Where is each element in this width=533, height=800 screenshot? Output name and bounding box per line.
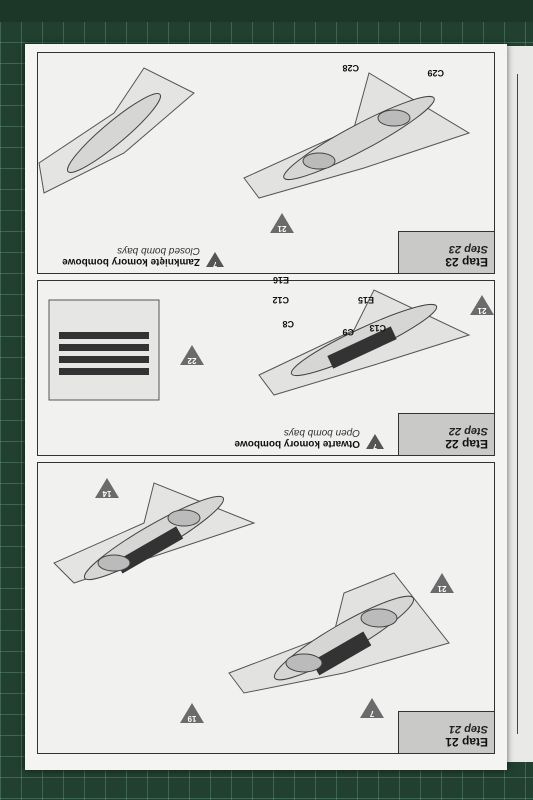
step-22-label-pl: Etap 22 <box>445 437 488 451</box>
triangle-badge-icon: 7 <box>366 434 384 449</box>
step-23-header: Etap 23 Step 23 <box>398 231 494 273</box>
step-21-label-en: Step 21 <box>448 723 488 735</box>
step-22-caption-pl: Otwarte komory bombowe <box>234 438 360 449</box>
step-22-caption-en: Open bomb bays <box>283 427 360 438</box>
next-page-edge <box>507 46 533 762</box>
callout-22: 22 <box>180 345 204 365</box>
aircraft-drawing <box>243 72 471 199</box>
step-21-panel: Etap 21 Step 21 19 7 14 21 <box>37 462 495 754</box>
step-22-header: Etap 22 Step 22 <box>398 413 494 455</box>
callout-14: 14 <box>95 478 119 498</box>
step-23-caption-en: Closed bomb bays <box>117 245 200 256</box>
aircraft-drawing <box>258 289 471 396</box>
aircraft-drawing <box>38 67 195 194</box>
part-e16: E16 <box>272 275 289 285</box>
part-c8: C8 <box>282 319 294 329</box>
aircraft-drawing <box>53 482 256 584</box>
triangle-badge-icon: 7 <box>206 252 224 267</box>
rotated-sheet: Etap 21 Step 21 19 7 14 21 <box>25 44 507 770</box>
part-c28: C28 <box>342 63 359 73</box>
instruction-page: Etap 21 Step 21 19 7 14 21 <box>25 44 507 770</box>
step-23-panel: Etap 23 Step 23 7 Zamknięte komory bombo… <box>37 52 495 274</box>
step-21-label-pl: Etap 21 <box>445 735 488 749</box>
step-23-caption-pl: Zamknięte komory bombowe <box>62 256 200 267</box>
callout-21: 21 <box>470 295 494 315</box>
step-22-panel: Etap 22 Step 22 7 Otwarte komory bombowe… <box>37 275 495 456</box>
part-c29: C29 <box>427 68 444 78</box>
step-22-label-en: Step 22 <box>448 425 488 437</box>
step-21-header: Etap 21 Step 21 <box>398 711 494 753</box>
callout-21: 21 <box>270 213 294 233</box>
aircraft-drawing <box>228 572 450 694</box>
step-22-caption: 7 Otwarte komory bombowe Open bomb bays <box>234 427 384 449</box>
bomb-bay-detail <box>48 299 160 401</box>
callout-19: 19 <box>180 703 204 723</box>
part-c13: C13 <box>369 323 386 333</box>
part-c9: C9 <box>342 327 354 337</box>
step-23-label-en: Step 23 <box>448 243 488 255</box>
part-c12: C12 <box>272 295 289 305</box>
callout-21: 21 <box>430 573 454 593</box>
step-23-caption: 7 Zamknięte komory bombowe Closed bomb b… <box>62 245 224 267</box>
part-e15: E15 <box>357 295 374 305</box>
callout-7: 7 <box>360 698 384 718</box>
mat-edge <box>0 0 533 22</box>
step-23-label-pl: Etap 23 <box>445 255 488 269</box>
